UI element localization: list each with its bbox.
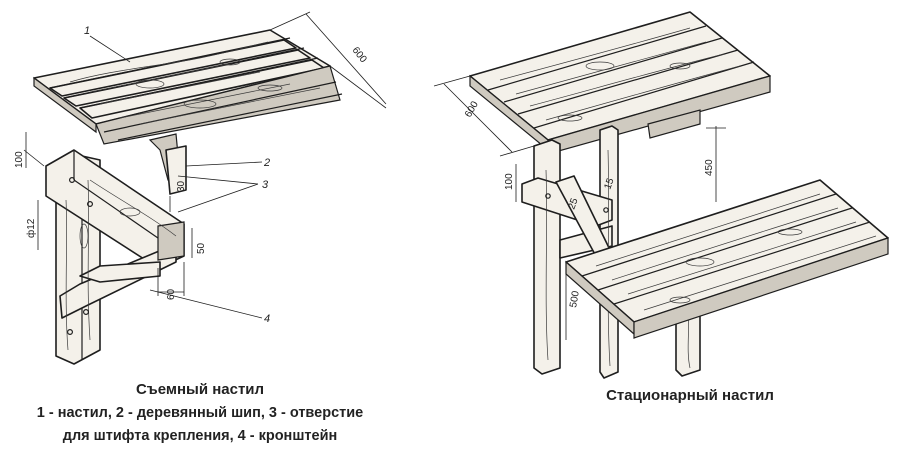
- bracket-left: [45, 149, 185, 365]
- callouts-left: 1 2 3 4: [84, 25, 270, 325]
- dim-right-600: 600: [463, 99, 481, 119]
- dim-left-100: 100: [14, 151, 25, 168]
- lower-deck-boards: [565, 179, 889, 339]
- dim-right-25: 25: [566, 196, 580, 211]
- dim-left-30: 30: [176, 180, 187, 192]
- removable-deck-drawing: 600 100 ф12 50 60 30 1 2 3 4: [14, 11, 387, 365]
- dim-left-50: 50: [196, 242, 207, 254]
- callout-3: 3: [262, 179, 269, 191]
- caption-removable-legend-line1: 1 - настил, 2 - деревянный шип, 3 - отве…: [36, 405, 364, 421]
- callout-2: 2: [263, 157, 270, 169]
- dimensions-left: 600 100 ф12 50 60 30: [14, 11, 387, 300]
- dim-left-d12: ф12: [25, 218, 37, 238]
- caption-removable-legend-line2: для штифта крепления, 4 - кронштейн: [62, 428, 338, 444]
- deck-boards-left: [33, 29, 343, 195]
- dim-left-600: 600: [350, 45, 369, 65]
- dim-left-60: 60: [166, 288, 177, 300]
- dim-right-500: 500: [568, 290, 582, 309]
- dimensions-right: 600 450 100 500 25 15: [433, 75, 726, 340]
- callout-4: 4: [264, 313, 270, 325]
- dim-right-450: 450: [704, 159, 715, 176]
- caption-removable-title: Съемный настил: [135, 381, 265, 398]
- stationary-deck-drawing: 600 450 100 500 25 15: [433, 11, 889, 379]
- caption-stationary-title: Стационарный настил: [606, 387, 774, 404]
- upper-deck-boards: [469, 11, 771, 155]
- callout-1: 1: [84, 25, 90, 37]
- dim-right-100: 100: [504, 173, 515, 190]
- dim-right-15: 15: [602, 176, 616, 191]
